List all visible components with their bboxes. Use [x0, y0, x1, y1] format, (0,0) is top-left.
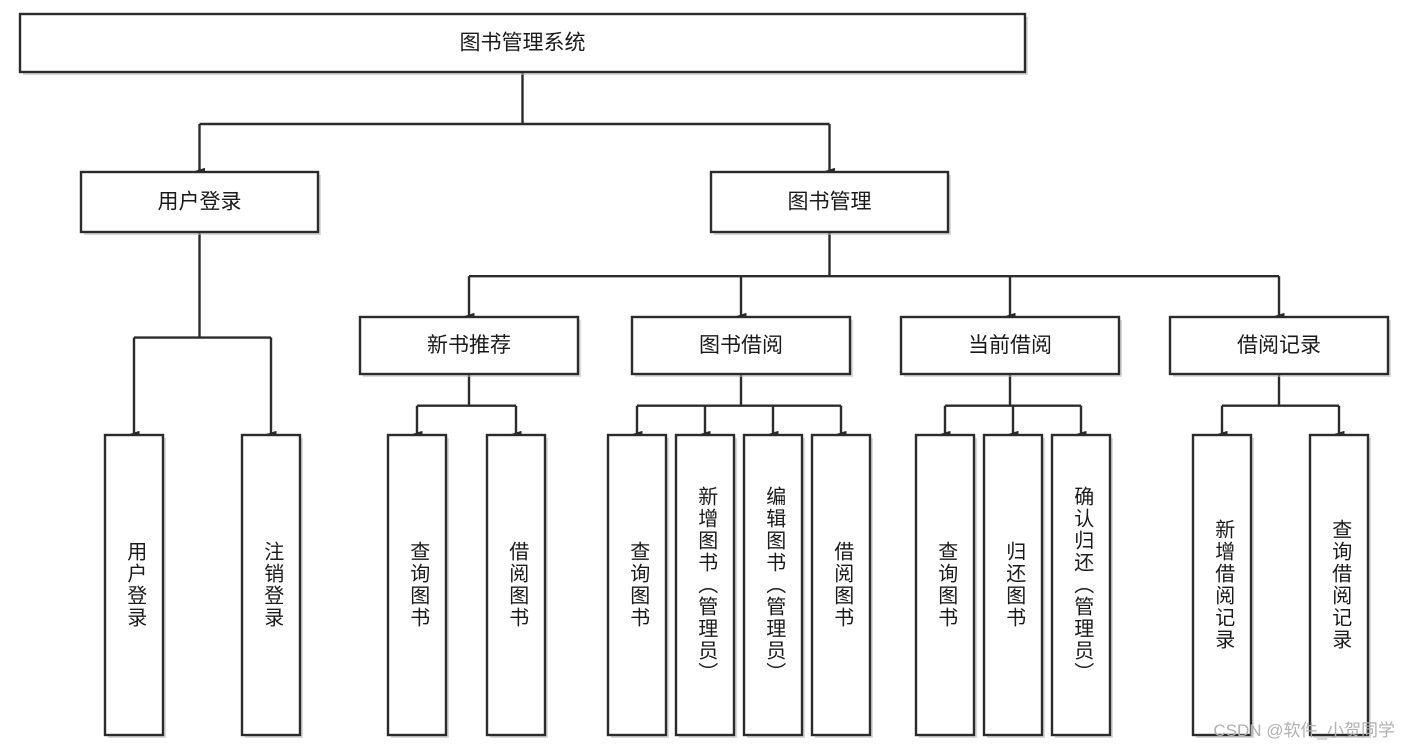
- node-label-new-book-rec: 新书推荐: [427, 334, 511, 357]
- node-box-current-borrow[interactable]: [899, 315, 1121, 376]
- node-label-user-login: 用户登录: [158, 191, 242, 214]
- node-box-leaf-return-book[interactable]: [982, 433, 1044, 737]
- node-box-leaf-add-record[interactable]: [1191, 433, 1253, 737]
- node-box-leaf-add-book[interactable]: [674, 433, 736, 737]
- box-layer: [18, 12, 1390, 737]
- connector-layer: [128, 72, 1345, 438]
- watermark-text: CSDN @软件_小贺同学: [1213, 721, 1395, 740]
- node-box-book-manage[interactable]: [709, 170, 950, 234]
- node-box-leaf-borrow-book-bb[interactable]: [810, 433, 872, 737]
- node-box-leaf-logout[interactable]: [240, 433, 302, 737]
- node-box-leaf-query-record[interactable]: [1308, 433, 1370, 737]
- node-box-new-book-rec[interactable]: [358, 315, 580, 376]
- node-label-book-manage: 图书管理: [788, 191, 872, 214]
- node-label-book-borrow: 图书借阅: [699, 334, 783, 357]
- node-box-leaf-query-book-bb[interactable]: [606, 433, 668, 737]
- node-box-book-borrow[interactable]: [630, 315, 852, 376]
- node-box-leaf-query-book-rec[interactable]: [386, 433, 448, 737]
- node-box-leaf-query-book-cb[interactable]: [914, 433, 976, 737]
- node-label-root: 图书管理系统: [460, 32, 586, 55]
- node-label-current-borrow: 当前借阅: [968, 334, 1052, 357]
- node-box-leaf-edit-book[interactable]: [742, 433, 804, 737]
- node-box-user-login[interactable]: [79, 170, 320, 234]
- node-label-borrow-record: 借阅记录: [1237, 334, 1321, 357]
- node-box-root[interactable]: [18, 12, 1027, 74]
- node-box-leaf-user-login[interactable]: [103, 433, 165, 737]
- node-box-leaf-borrow-book-rec[interactable]: [485, 433, 547, 737]
- node-box-borrow-record[interactable]: [1168, 315, 1390, 376]
- node-box-leaf-confirm-return[interactable]: [1050, 433, 1112, 737]
